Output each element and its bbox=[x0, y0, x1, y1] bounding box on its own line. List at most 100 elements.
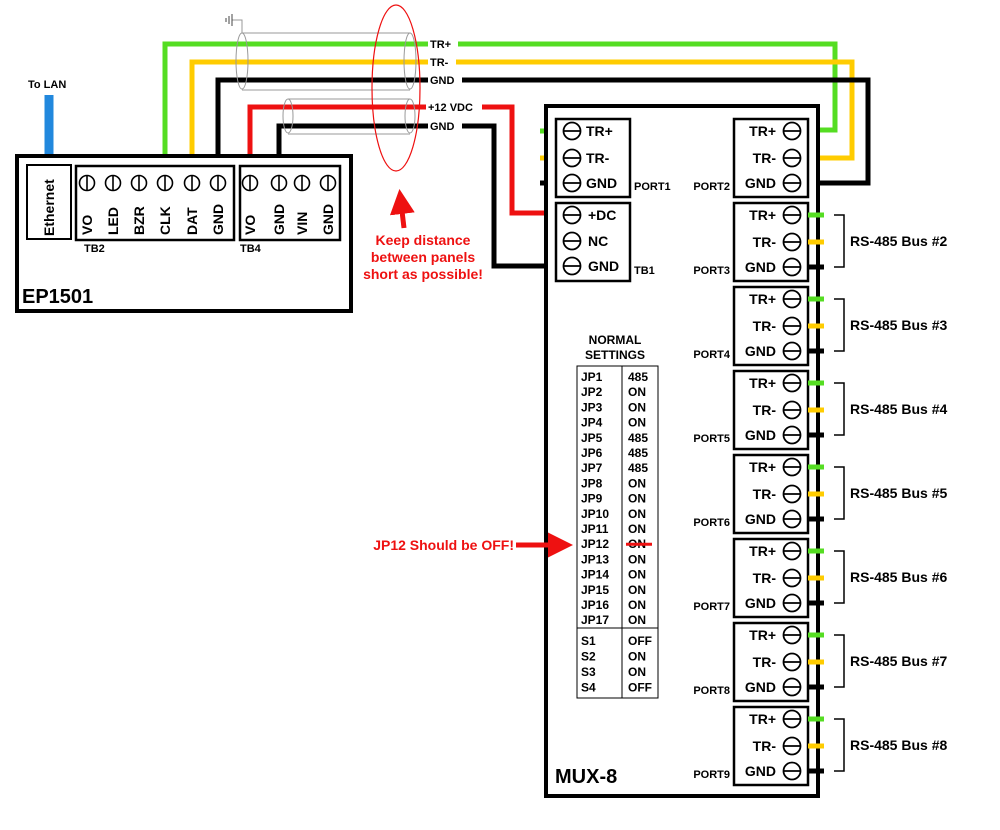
port-terminal-label: TR- bbox=[753, 654, 777, 670]
port-screw-icon bbox=[782, 316, 802, 336]
distance-callout: Keep distance between panels short as po… bbox=[363, 189, 483, 282]
port-terminal-label: TR- bbox=[753, 570, 777, 586]
jumper-value: ON bbox=[628, 613, 646, 627]
tb4-terminal-label: GND bbox=[271, 204, 287, 235]
port-terminal-label: TR- bbox=[753, 318, 777, 334]
tb1-terminal-label: GND bbox=[588, 258, 619, 274]
jumper-name: JP5 bbox=[581, 431, 603, 445]
port-screw-icon bbox=[782, 709, 802, 729]
switch-name: S4 bbox=[581, 681, 596, 695]
jumper-name: JP14 bbox=[581, 568, 609, 582]
switch-value: ON bbox=[628, 665, 646, 679]
bus-bracket bbox=[834, 298, 845, 352]
port-label: PORT5 bbox=[693, 433, 730, 445]
port-screw-icon bbox=[782, 173, 802, 193]
wire-label-trm: TR- bbox=[430, 57, 449, 69]
port-screw-icon bbox=[782, 484, 802, 504]
tb1-label: TB1 bbox=[634, 265, 655, 277]
port-terminal-label: TR+ bbox=[749, 375, 776, 391]
bus-bracket bbox=[834, 382, 845, 436]
port-label: PORT2 bbox=[693, 181, 730, 193]
tb4-screw-icon bbox=[319, 174, 337, 192]
port-terminal-label: GND bbox=[745, 511, 776, 527]
port-screw-icon bbox=[782, 148, 802, 168]
tb2-terminal-label: VO bbox=[79, 215, 95, 235]
jp12-callout-text: JP12 Should be OFF! bbox=[373, 537, 514, 553]
tb4-screw-icon bbox=[293, 174, 311, 192]
jumper-value: ON bbox=[628, 416, 646, 430]
tb4-terminal-label: VIN bbox=[294, 212, 310, 235]
port-terminal-label: TR+ bbox=[749, 123, 776, 139]
switch-value: ON bbox=[628, 650, 646, 664]
port1-terminal-label: TR- bbox=[586, 150, 610, 166]
tb2-terminal-label: BZR bbox=[131, 206, 147, 235]
port-terminal-label: TR+ bbox=[749, 543, 776, 559]
port-terminal-label: TR- bbox=[753, 402, 777, 418]
port-terminal-label: GND bbox=[745, 763, 776, 779]
port-label: PORT7 bbox=[693, 601, 730, 613]
bus-bracket bbox=[834, 718, 845, 772]
rs485-bus-label: RS-485 Bus #8 bbox=[850, 737, 947, 753]
port-terminal-label: GND bbox=[745, 679, 776, 695]
port-terminal-label: TR- bbox=[753, 486, 777, 502]
bus-bracket bbox=[834, 214, 845, 268]
rs485-bus-label: RS-485 Bus #2 bbox=[850, 233, 947, 249]
tb2-screw-icon bbox=[183, 174, 201, 192]
port-terminal-label: TR+ bbox=[749, 627, 776, 643]
jumper-value: ON bbox=[628, 552, 646, 566]
jumper-name: JP7 bbox=[581, 461, 603, 475]
port-screw-icon bbox=[782, 289, 802, 309]
port-screw-icon bbox=[782, 373, 802, 393]
wire-labels: TR+ TR- GND +12 VDC GND bbox=[426, 36, 482, 133]
switch-name: S1 bbox=[581, 634, 596, 648]
tb4-screw-icon bbox=[241, 174, 259, 192]
bus-bracket bbox=[834, 466, 845, 520]
jumper-name: JP16 bbox=[581, 598, 609, 612]
tb1-screw-icon bbox=[562, 231, 582, 251]
jumper-value: ON bbox=[628, 583, 646, 597]
port-screw-icon bbox=[782, 425, 802, 445]
jumper-value: ON bbox=[628, 400, 646, 414]
jumper-value: ON bbox=[628, 568, 646, 582]
jumper-name: JP2 bbox=[581, 385, 603, 399]
port-screw-icon bbox=[782, 457, 802, 477]
ethernet-port bbox=[26, 164, 72, 240]
port-screw-icon bbox=[782, 736, 802, 756]
settings-table-border bbox=[576, 365, 659, 699]
callout-line-1: Keep distance bbox=[376, 232, 471, 248]
bus-bracket bbox=[834, 634, 845, 688]
tb2-block bbox=[74, 164, 236, 242]
jumper-name: JP11 bbox=[581, 522, 609, 536]
port-screw-icon bbox=[782, 652, 802, 672]
jp12-callout: JP12 Should be OFF! bbox=[373, 532, 573, 558]
port-label: PORT3 bbox=[693, 265, 730, 277]
tb2-screw-icon bbox=[156, 174, 174, 192]
wire-label-12vdc: +12 VDC bbox=[428, 102, 473, 114]
tb2-screw-icon bbox=[78, 174, 96, 192]
wire-label-gnd-1: GND bbox=[430, 75, 455, 87]
port-terminal-label: TR+ bbox=[749, 711, 776, 727]
port-screw-icon bbox=[782, 232, 802, 252]
shield-cable-2 bbox=[288, 98, 410, 135]
tb2-terminal-label: GND bbox=[210, 204, 226, 235]
settings-title-2: SETTINGS bbox=[585, 348, 645, 362]
jumper-value: ON bbox=[628, 522, 646, 536]
jumper-name: JP17 bbox=[581, 613, 609, 627]
tb4-terminal-label: VO bbox=[242, 215, 258, 235]
jumper-value: ON bbox=[628, 492, 646, 506]
tb2-terminal-label: DAT bbox=[184, 207, 200, 235]
jumper-value: 485 bbox=[628, 370, 648, 384]
port-screw-icon bbox=[782, 509, 802, 529]
port-label: PORT4 bbox=[693, 349, 731, 361]
port-screw-icon bbox=[782, 761, 802, 781]
port-terminal-label: TR+ bbox=[749, 459, 776, 475]
jumper-name: JP3 bbox=[581, 400, 603, 414]
jumper-value: ON bbox=[628, 476, 646, 490]
